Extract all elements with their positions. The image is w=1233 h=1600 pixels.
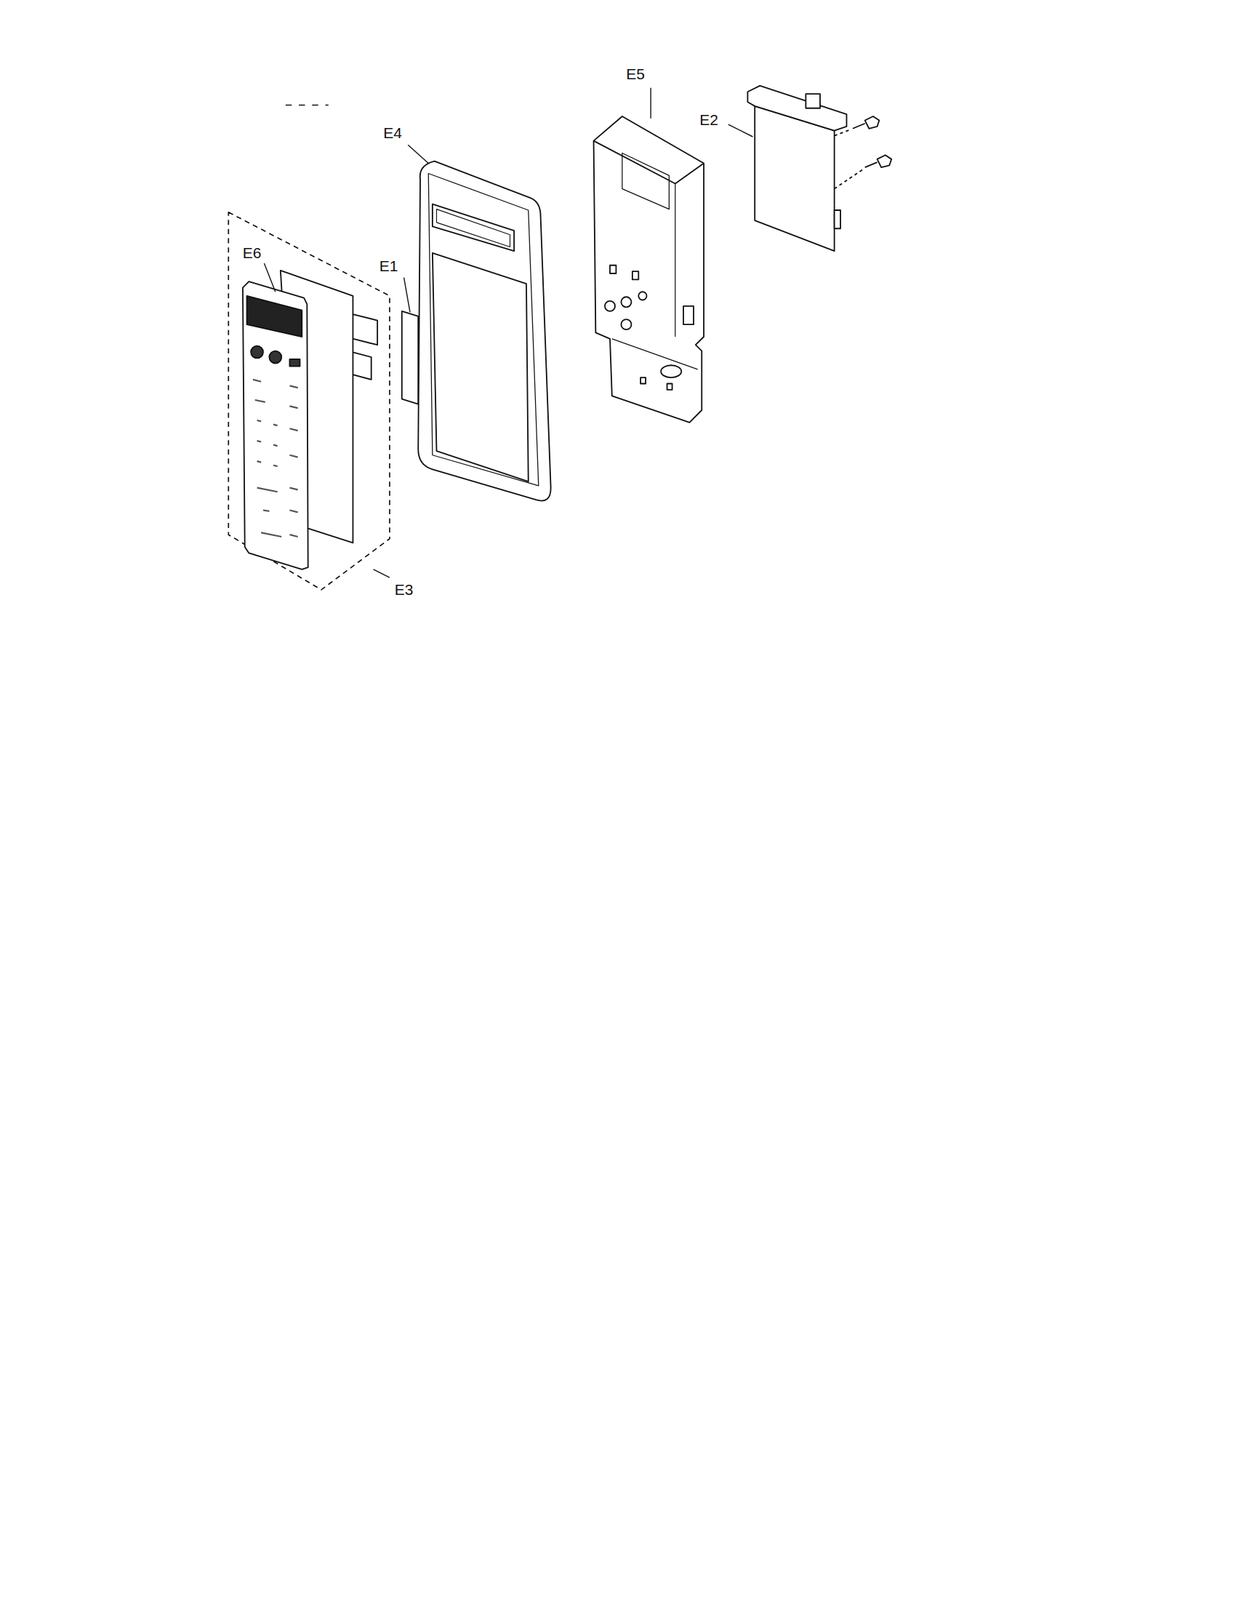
leader-line — [834, 129, 851, 136]
leader-line — [263, 87, 753, 578]
circuit-board — [747, 85, 847, 251]
callout-number: E1 — [378, 256, 400, 274]
dash-mark — [285, 104, 329, 106]
control-chassis — [593, 116, 705, 423]
callout-number: E2 — [697, 111, 720, 128]
callout-number: E5 — [624, 65, 647, 83]
keypad-panel — [242, 281, 309, 570]
callout-number: E6 — [241, 243, 264, 261]
callout-number: E4 — [381, 124, 404, 142]
panel-frame — [418, 161, 551, 501]
assembly-outline — [228, 212, 390, 590]
screw — [852, 116, 892, 168]
window-film — [402, 311, 419, 405]
leader-line — [834, 169, 863, 190]
callout-number: E3 — [393, 580, 416, 597]
